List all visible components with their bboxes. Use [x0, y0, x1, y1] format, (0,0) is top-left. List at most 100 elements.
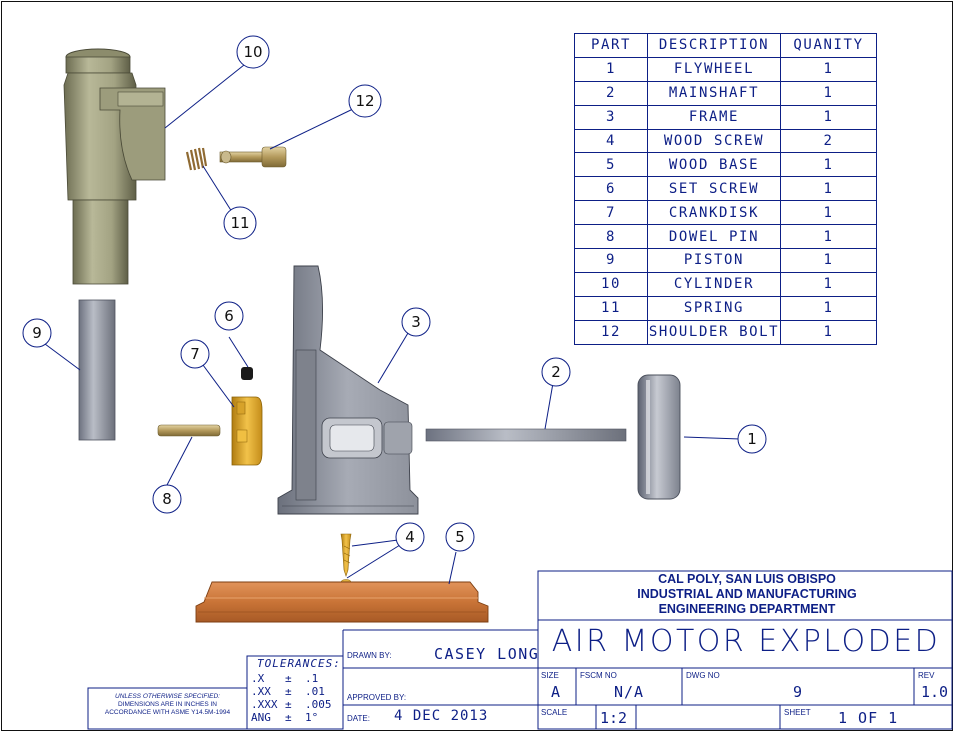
note-line-2: DIMENSIONS ARE IN INCHES IN	[118, 701, 217, 708]
scale-value: 1:2	[600, 709, 628, 727]
drawing-title: AIR MOTOR EXPLODED	[551, 624, 941, 659]
svg-text:9: 9	[32, 324, 42, 342]
balloon-6: 6	[214, 301, 244, 331]
svg-text:8: 8	[162, 490, 172, 508]
org-line-2: INDUSTRIAL AND MANUFACTURING	[637, 587, 857, 601]
dwg-label: DWG NO	[686, 671, 720, 680]
balloon-11: 11	[223, 206, 257, 240]
sheet-label: SHEET	[784, 708, 811, 717]
rev-value: 1.0	[921, 683, 949, 701]
tolerance-row: .XXX±.005	[251, 698, 332, 711]
cell-quantity: 2	[780, 128, 877, 154]
cell-quantity: 1	[780, 200, 877, 226]
tolerances-heading: TOLERANCES:	[257, 657, 341, 670]
part-wood-base	[195, 581, 489, 623]
part-piston	[78, 299, 116, 441]
part-mainshaft	[425, 428, 627, 442]
cell-part: 11	[574, 295, 648, 321]
cell-description: SPRING	[647, 295, 781, 321]
fscm-label: FSCM NO	[580, 671, 617, 680]
cell-quantity: 1	[780, 319, 877, 345]
balloon-12: 12	[348, 84, 382, 118]
svg-text:4: 4	[405, 528, 415, 546]
scale-label: SCALE	[541, 708, 568, 717]
note-line-1: UNLESS OTHERWISE SPECIFIED:	[115, 693, 220, 700]
tolerance-row: .X±.1	[251, 672, 319, 685]
balloon-7: 7	[180, 339, 210, 369]
cell-description: SHOULDER BOLT	[647, 319, 781, 345]
size-label: SIZE	[541, 671, 559, 680]
cell-quantity: 1	[780, 295, 877, 321]
part-frame	[277, 265, 419, 515]
cell-quantity: 1	[780, 176, 877, 202]
fscm-value: N/A	[614, 683, 645, 701]
balloon-10: 10	[236, 35, 270, 69]
parts-list-header-row: PART DESCRIPTION QUANITY	[574, 33, 877, 58]
cell-description: WOOD SCREW	[647, 128, 781, 154]
balloon-5: 5	[445, 522, 475, 552]
balloons: 10 12 11 9 6 7 3 2 1 8 4 5	[22, 35, 767, 552]
svg-text:3: 3	[411, 313, 421, 331]
svg-text:6: 6	[224, 307, 234, 325]
tolerances-table: .X±.1 .XX±.01 .XXX±.005 ANG±1°	[251, 672, 332, 724]
cell-part: 6	[574, 176, 648, 202]
sheet-value: 1 OF 1	[838, 709, 899, 727]
svg-text:11: 11	[230, 214, 249, 232]
drawn-by-label: DRAWN BY:	[347, 651, 392, 660]
department-name: CAL POLY, SAN LUIS OBISPO INDUSTRIAL AND…	[540, 572, 954, 617]
cell-description: FLYWHEEL	[647, 56, 781, 82]
part-cylinder	[63, 48, 166, 285]
cell-description: PISTON	[647, 248, 781, 273]
svg-text:10: 10	[243, 43, 262, 61]
general-note: UNLESS OTHERWISE SPECIFIED: DIMENSIONS A…	[88, 693, 247, 717]
cell-quantity: 1	[780, 248, 877, 273]
cell-part: 8	[574, 224, 648, 250]
drawn-by-value: CASEY LONG	[434, 645, 540, 663]
note-line-3: ACCORDANCE WITH ASME Y14.5M-1994	[104, 709, 231, 716]
svg-text:5: 5	[455, 528, 465, 546]
cell-description: FRAME	[647, 104, 781, 130]
cell-part: 10	[574, 271, 648, 297]
part-shoulder-bolt	[219, 146, 287, 168]
cell-quantity: 1	[780, 224, 877, 250]
header-part: PART	[574, 33, 648, 58]
cell-part: 5	[574, 152, 648, 178]
cell-quantity: 1	[780, 56, 877, 82]
leader-lines	[40, 64, 741, 585]
cell-part: 4	[574, 128, 648, 154]
cell-description: MAINSHAFT	[647, 80, 781, 106]
balloon-1: 1	[737, 424, 767, 454]
cell-part: 3	[574, 104, 648, 130]
approved-by-label: APPROVED BY:	[347, 693, 407, 702]
cell-part: 1	[574, 56, 648, 82]
date-value: 4 DEC 2013	[394, 708, 489, 724]
date-label: DATE:	[347, 714, 370, 723]
svg-text:12: 12	[355, 92, 374, 110]
cell-quantity: 1	[780, 104, 877, 130]
svg-text:2: 2	[551, 363, 561, 381]
part-flywheel	[637, 374, 681, 500]
dwg-value: 9	[793, 683, 803, 701]
org-line-3: ENGINEERING DEPARTMENT	[658, 602, 836, 616]
tolerance-row: .XX±.01	[251, 685, 325, 698]
rev-label: REV	[918, 671, 935, 680]
cell-quantity: 1	[780, 271, 877, 297]
balloon-8: 8	[152, 484, 182, 514]
header-description: DESCRIPTION	[647, 33, 781, 58]
tolerance-row: ANG±1°	[251, 711, 319, 724]
size-value: A	[551, 683, 561, 701]
